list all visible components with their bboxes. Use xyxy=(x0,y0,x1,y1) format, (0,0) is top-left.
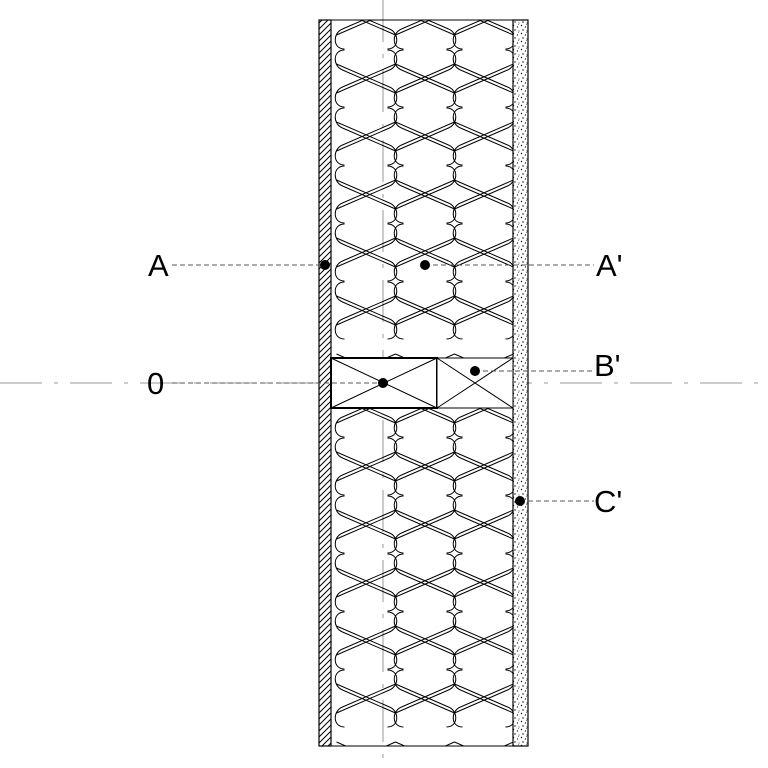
label-b-prime: B' xyxy=(594,348,621,383)
insulation-batt xyxy=(334,121,398,166)
insulation-batt xyxy=(393,495,457,540)
insulation-batt xyxy=(334,509,398,554)
insulation-batt xyxy=(334,611,398,656)
insulation-batt xyxy=(393,295,457,340)
insulation-batt xyxy=(334,451,398,496)
insulation-batt xyxy=(452,625,513,670)
insulation-batt xyxy=(334,495,398,540)
insulation-batt xyxy=(393,107,457,152)
insulation-batt xyxy=(393,683,457,728)
insulation-batt xyxy=(334,20,398,50)
insulation-batt xyxy=(452,179,513,224)
insulation-batt xyxy=(452,237,513,282)
insulation-batt xyxy=(452,683,513,728)
insulation-batt xyxy=(452,63,513,108)
insulation-batt xyxy=(393,20,457,50)
insulation-batt xyxy=(334,683,398,728)
insulation-batt xyxy=(452,165,513,210)
outer-board xyxy=(512,19,529,747)
insulation-batt xyxy=(452,669,513,714)
insulation-batt xyxy=(334,223,398,268)
insulation-batt xyxy=(334,437,398,482)
insulation-batt xyxy=(334,179,398,224)
insulation-batt xyxy=(393,567,457,612)
insulation-top xyxy=(334,20,513,358)
insulation-batt xyxy=(393,669,457,714)
insulation-batt xyxy=(393,237,457,282)
insulation-batt xyxy=(393,437,457,482)
insulation-batt xyxy=(334,553,398,598)
insulation-batt xyxy=(334,237,398,282)
point-zero xyxy=(378,378,388,388)
insulation-batt xyxy=(334,567,398,612)
insulation-batt xyxy=(334,295,398,340)
insulation-batt xyxy=(393,625,457,670)
insulation-batt xyxy=(452,567,513,612)
insulation-batt xyxy=(334,669,398,714)
insulation-batt xyxy=(334,165,398,210)
insulation-batt xyxy=(452,20,513,50)
insulation-batt xyxy=(452,437,513,482)
insulation-batt xyxy=(334,408,398,438)
insulation-batt xyxy=(393,179,457,224)
insulation-batt xyxy=(334,63,398,108)
insulation-batt xyxy=(452,553,513,598)
label-c-prime: C' xyxy=(594,484,622,519)
insulation-batt xyxy=(452,509,513,554)
insulation-batt xyxy=(452,611,513,656)
point-b-prime xyxy=(470,366,480,376)
insulation-batt xyxy=(334,107,398,152)
insulation-batt xyxy=(452,408,513,438)
insulation-batt xyxy=(454,20,513,36)
insulation-batt xyxy=(393,509,457,554)
insulation-batt xyxy=(393,49,457,94)
insulation-batt xyxy=(395,20,455,36)
insulation-batt xyxy=(452,121,513,166)
label-a: A xyxy=(148,248,169,283)
insulation-bottom xyxy=(334,408,513,746)
label-zero: 0 xyxy=(147,366,164,401)
insulation-batt xyxy=(336,20,396,36)
insulation-batt xyxy=(452,223,513,268)
insulation-batt xyxy=(393,408,457,438)
insulation-batt xyxy=(393,611,457,656)
insulation-batt xyxy=(393,165,457,210)
insulation-batt xyxy=(334,281,398,326)
label-a-prime: A' xyxy=(596,248,623,283)
insulation-batt xyxy=(393,121,457,166)
insulation-batt xyxy=(334,49,398,94)
point-c-prime xyxy=(515,496,525,506)
insulation-batt xyxy=(452,281,513,326)
insulation-batt xyxy=(452,49,513,94)
insulation-batt xyxy=(393,63,457,108)
timber-stud-secondary xyxy=(436,357,514,409)
point-a xyxy=(320,260,330,270)
point-a-prime xyxy=(420,260,430,270)
insulation-batt xyxy=(452,295,513,340)
insulation-batt xyxy=(452,451,513,496)
insulation-batt xyxy=(393,553,457,598)
insulation-batt xyxy=(452,107,513,152)
insulation-batt xyxy=(393,451,457,496)
insulation-batt xyxy=(334,625,398,670)
insulation-batt xyxy=(452,495,513,540)
insulation-batt xyxy=(393,281,457,326)
insulation-batt xyxy=(393,223,457,268)
